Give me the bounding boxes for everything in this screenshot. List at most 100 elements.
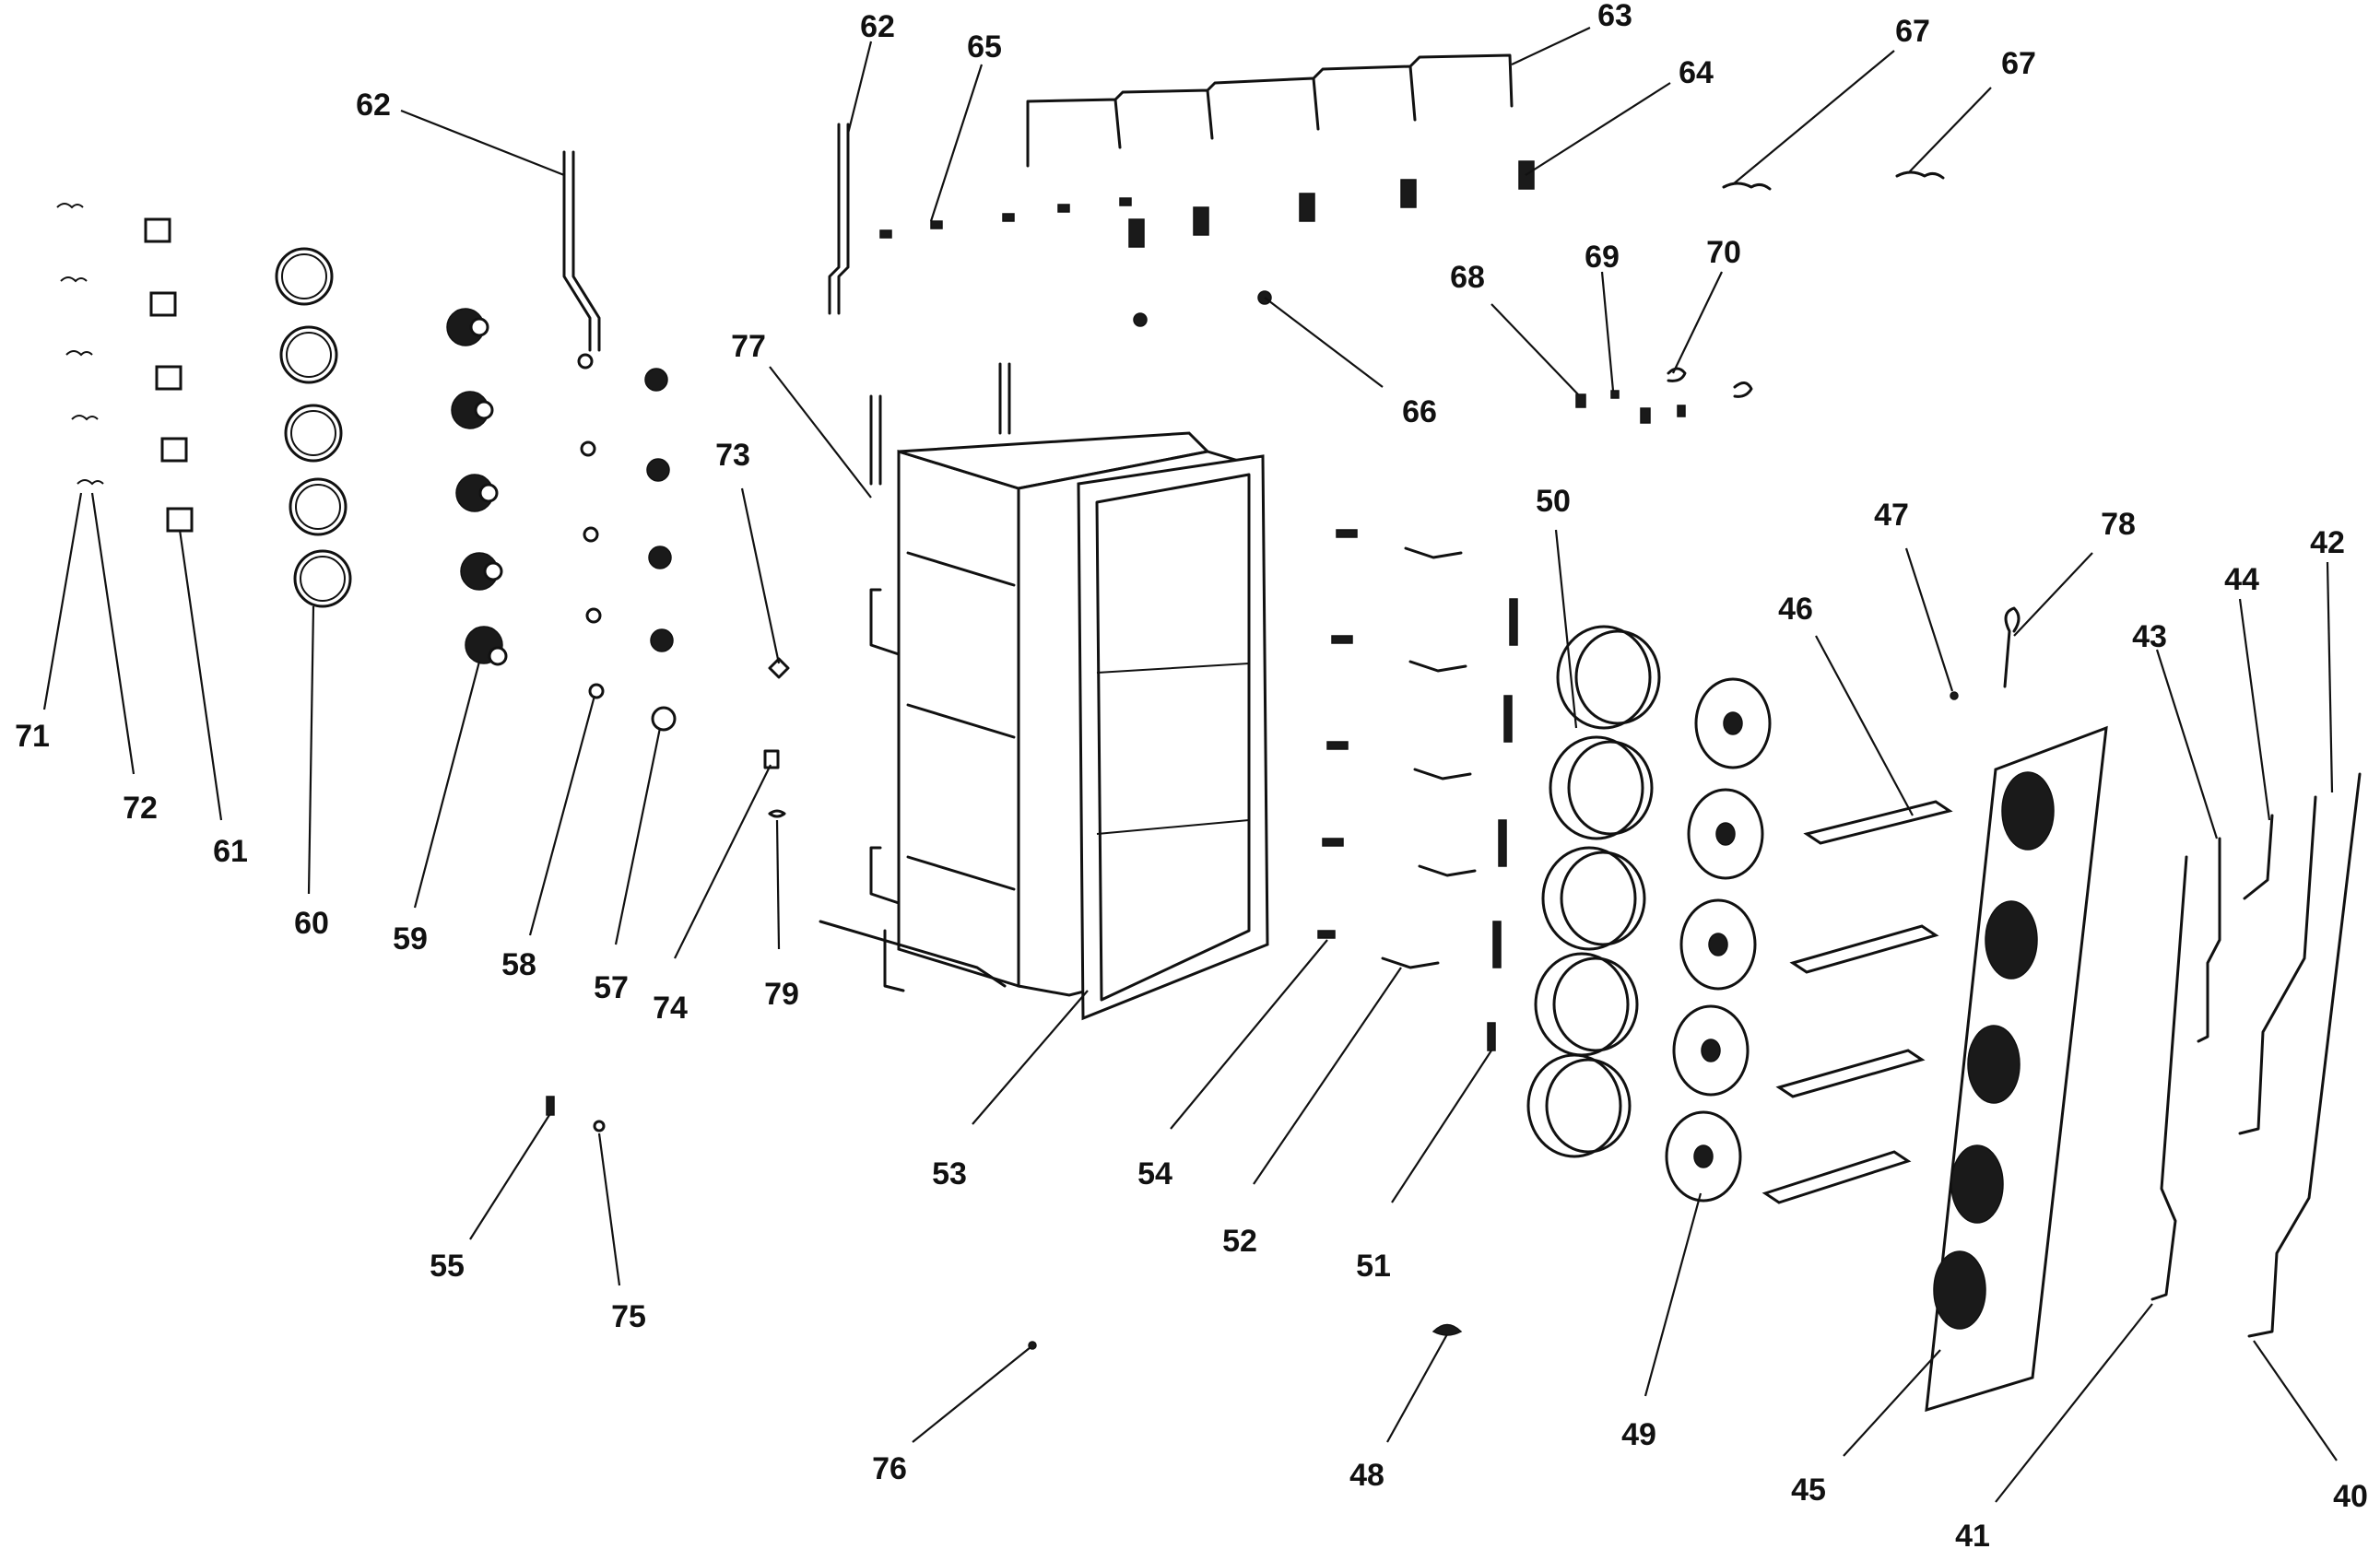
- callout-75: 75: [597, 1132, 646, 1334]
- callout-63-label: 63: [1597, 0, 1632, 33]
- callout-70: 70: [1672, 235, 1741, 374]
- callout-48-label: 48: [1349, 1458, 1384, 1493]
- clip-series: [1317, 529, 1518, 1051]
- callout-79: 79: [764, 819, 799, 1012]
- callout-49-label: 49: [1621, 1417, 1656, 1452]
- rod-62-left: [562, 150, 601, 352]
- small-parts-68-70: [1575, 367, 1753, 424]
- rod-62-upper: [828, 123, 850, 315]
- callout-72: 72: [90, 492, 158, 826]
- callout-74: 74: [653, 764, 772, 1026]
- callout-78-label: 78: [2101, 507, 2136, 542]
- part-73: [768, 657, 790, 679]
- sensor-67-a: [1722, 182, 1772, 191]
- callout-67-a: 67: [1732, 14, 1930, 185]
- callout-61: 61: [178, 529, 248, 869]
- callout-73: 73: [715, 438, 781, 664]
- rod-41: [2150, 855, 2188, 1301]
- rod-44: [2243, 814, 2274, 900]
- part-48: [1432, 1323, 1463, 1336]
- callout-72-label: 72: [123, 791, 158, 826]
- callout-59: 59: [393, 661, 481, 956]
- rod-42: [2238, 795, 2317, 1135]
- main-housing: [819, 362, 1269, 1021]
- callout-68: 68: [1450, 260, 1579, 395]
- callout-64-label: 64: [1679, 55, 1714, 90]
- callout-52: 52: [1222, 967, 1402, 1259]
- callout-54-label: 54: [1137, 1156, 1172, 1191]
- callout-50-label: 50: [1536, 484, 1571, 519]
- callout-67-b: 67: [1907, 46, 2036, 174]
- callout-76: 76: [872, 1346, 1031, 1486]
- rod-40: [2247, 772, 2362, 1338]
- sensor-67-b: [1895, 170, 1945, 180]
- callout-73-label: 73: [715, 438, 750, 473]
- probe-78: [2003, 606, 2021, 688]
- callout-45-label: 45: [1791, 1473, 1826, 1508]
- callout-47-label: 47: [1874, 498, 1909, 533]
- callout-74-label: 74: [653, 991, 688, 1026]
- callout-47: 47: [1874, 498, 1954, 692]
- callout-49: 49: [1621, 1192, 1703, 1452]
- callout-59-label: 59: [393, 921, 428, 956]
- callout-55-label: 55: [430, 1249, 465, 1284]
- callout-58-label: 58: [501, 947, 536, 982]
- callout-78: 78: [2013, 507, 2136, 637]
- callout-77: 77: [731, 329, 872, 499]
- callout-42-label: 42: [2310, 525, 2345, 560]
- callout-61-label: 61: [213, 834, 248, 869]
- filter-trays: [1761, 800, 1953, 1204]
- callout-63: 63: [1511, 0, 1632, 65]
- gasket-rings: [275, 247, 352, 608]
- callout-45: 45: [1791, 1349, 1941, 1508]
- callout-50: 50: [1536, 484, 1578, 729]
- callout-62-upper: 62: [356, 88, 565, 177]
- callout-44: 44: [2224, 562, 2271, 821]
- callout-51: 51: [1356, 1050, 1492, 1284]
- screw-47: [1950, 691, 1959, 700]
- callout-71-label: 71: [15, 719, 50, 754]
- callout-53-label: 53: [932, 1156, 967, 1191]
- callout-70-label: 70: [1706, 235, 1741, 270]
- callout-62-left: 62: [846, 9, 895, 135]
- fan-motors: [446, 308, 508, 666]
- caps-row: [879, 197, 1272, 327]
- callout-44-label: 44: [2224, 562, 2259, 597]
- callout-60: 60: [294, 605, 329, 941]
- callout-76-label: 76: [872, 1451, 907, 1486]
- callout-79-label: 79: [764, 977, 799, 1012]
- callout-71: 71: [15, 492, 83, 754]
- callouts: 62 62 63 64 65 66 67 67: [15, 0, 2368, 1549]
- callout-66-label: 66: [1402, 394, 1437, 429]
- callout-57: 57: [594, 727, 662, 1005]
- callout-54: 54: [1137, 939, 1328, 1191]
- callout-66: 66: [1264, 297, 1437, 429]
- callout-62-upper-label: 62: [356, 88, 391, 123]
- fan-housings: [1526, 625, 1661, 1158]
- part-74: [763, 749, 780, 769]
- callout-68-label: 68: [1450, 260, 1485, 295]
- callout-64: 64: [1525, 55, 1714, 176]
- callout-41: 41: [1955, 1303, 2153, 1549]
- washers-and-hubs: [577, 353, 677, 732]
- callout-40-label: 40: [2333, 1479, 2368, 1514]
- bracket-column: [144, 217, 194, 533]
- callout-67-a-label: 67: [1895, 14, 1930, 49]
- callout-48: 48: [1349, 1333, 1448, 1493]
- callout-52-label: 52: [1222, 1224, 1257, 1259]
- callout-65-label: 65: [967, 29, 1002, 65]
- callout-53: 53: [932, 990, 1089, 1191]
- callout-41-label: 41: [1955, 1519, 1990, 1549]
- callout-75-label: 75: [611, 1299, 646, 1334]
- callout-40: 40: [2253, 1340, 2368, 1514]
- callout-67-b-label: 67: [2001, 46, 2036, 81]
- pipe-bends-63: [1026, 53, 1514, 168]
- callout-69-label: 69: [1585, 240, 1620, 275]
- callout-55: 55: [430, 1114, 550, 1284]
- valves-64: [1128, 160, 1535, 248]
- callout-46: 46: [1778, 592, 1914, 816]
- callout-46-label: 46: [1778, 592, 1813, 627]
- callout-65: 65: [929, 29, 1002, 222]
- callout-51-label: 51: [1356, 1249, 1391, 1284]
- part-75: [593, 1120, 606, 1132]
